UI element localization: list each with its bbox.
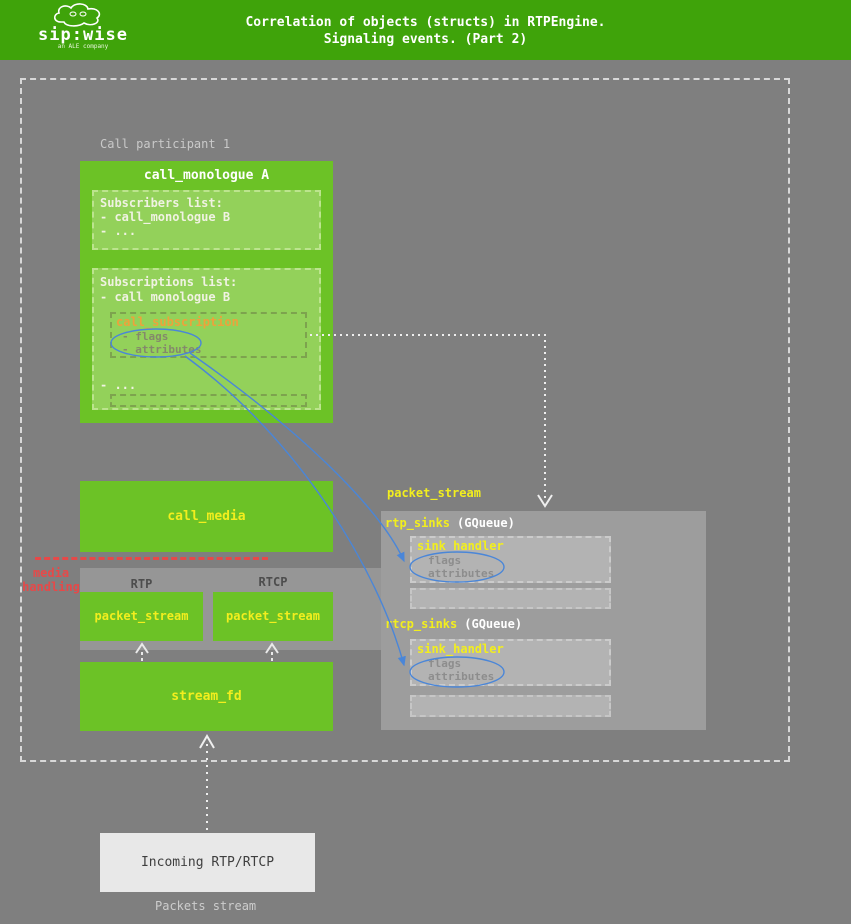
rtcp-sinks-type: (GQueue) (464, 617, 523, 631)
subscriptions-item: - call monologue B (100, 290, 231, 304)
rtcp-sinks-row: rtcp_sinks (GQueue) (385, 617, 522, 631)
media-handling-label: media handling (22, 566, 80, 594)
stream-fd-box: stream_fd (80, 662, 333, 731)
page-title-line-2: Signaling events. (Part 2) (323, 32, 528, 47)
rtp-label: RTP (130, 577, 153, 591)
rtp-sinks-label: rtp_sinks (385, 516, 451, 530)
page-title: Correlation of objects (structs) in RTPE… (0, 14, 851, 48)
empty-subscription-slot (110, 394, 307, 407)
sink-handler-flags: flags (428, 657, 462, 670)
call-monologue-title: call_monologue A (143, 168, 270, 183)
subscriptions-item-more: - ... (100, 378, 137, 392)
page-title-line-1: Correlation of objects (structs) in RTPE… (245, 15, 606, 30)
cloud-icon (53, 3, 101, 27)
sink-handler-title: sink_handler (417, 539, 504, 553)
call-participant-frame (20, 78, 790, 762)
rtp-sinks-row: rtp_sinks (GQueue) (385, 516, 515, 530)
incoming-rtp-rtcp-box: Incoming RTP/RTCP (100, 833, 315, 892)
rtp-sinks-type: (GQueue) (457, 516, 515, 530)
subscribers-item: - call_monologue B (100, 210, 231, 224)
sipwise-logo: sip:wise an ALE company (28, 2, 138, 51)
empty-sink-slot (410, 588, 611, 609)
call-media-box: call_media (80, 481, 333, 552)
call-subscription-box: call_subscription - flags - attributes (110, 312, 307, 358)
logo-brand: sip:wise (38, 25, 128, 45)
rtp-packet-stream-box: packet_stream (80, 592, 203, 641)
sink-handler-flags: flags (428, 554, 462, 567)
packet-stream-panel-label: packet_stream (387, 486, 481, 500)
empty-sink-slot (410, 695, 611, 717)
rtcp-sink-handler-box: sink_handler flags attributes (410, 639, 611, 686)
call-subscription-attributes: - attributes (122, 343, 202, 356)
sink-handler-title: sink_handler (417, 642, 504, 656)
subscriptions-list-box: Subscriptions list: - call monologue B c… (92, 268, 321, 410)
rtcp-sinks-label: rtcp_sinks (385, 617, 458, 631)
logo-tagline: an ALE company (57, 43, 109, 50)
packets-stream-label: Packets stream (155, 899, 257, 913)
sink-handler-attributes: attributes (428, 567, 495, 580)
subscribers-item-more: - ... (100, 224, 137, 238)
subscribers-list-box: Subscribers list: - call_monologue B - .… (92, 190, 321, 250)
call-monologue-box: call_monologue A Subscribers list: - cal… (80, 161, 333, 423)
subscriptions-list-title: Subscriptions list: (100, 275, 238, 289)
packet-stream-panel: rtp_sinks (GQueue) sink_handler flags att… (381, 511, 706, 730)
rtcp-label: RTCP (258, 575, 288, 589)
call-participant-label: Call participant 1 (100, 137, 231, 151)
call-subscription-flags: - flags (122, 330, 169, 343)
sink-handler-attributes: attributes (428, 670, 495, 683)
call-subscription-title: call_subscription (116, 315, 239, 329)
header-bar: sip:wise an ALE company Correlation of o… (0, 0, 851, 60)
media-handling-divider (35, 557, 268, 560)
rtp-sink-handler-box: sink_handler flags attributes (410, 536, 611, 583)
rtcp-packet-stream-box: packet_stream (213, 592, 333, 641)
subscribers-list-title: Subscribers list: (100, 196, 223, 210)
